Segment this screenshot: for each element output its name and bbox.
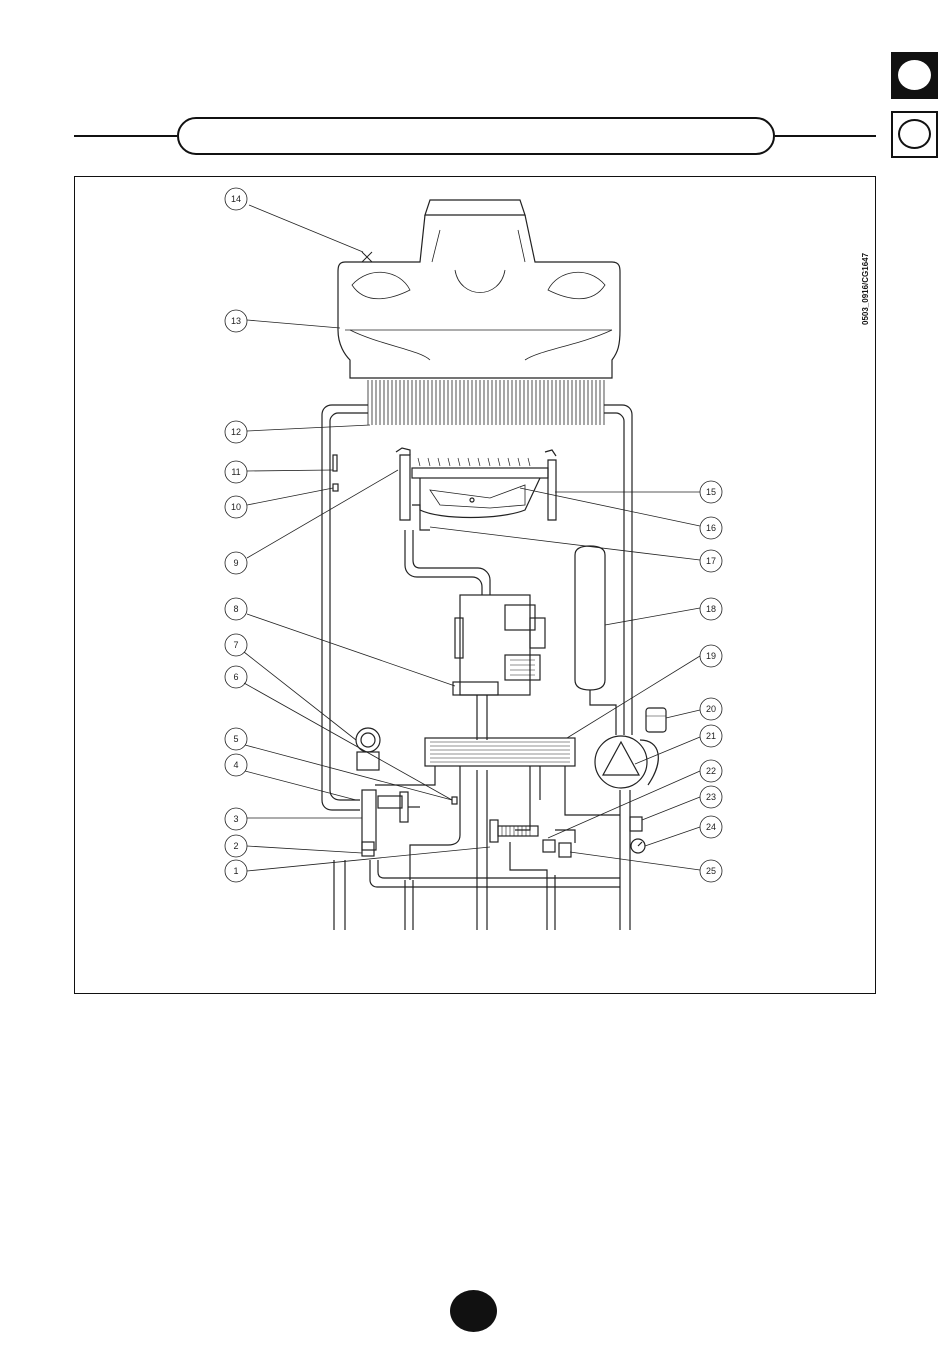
gas-valve	[453, 595, 545, 695]
callout-1: 1	[233, 866, 238, 876]
callout-21: 21	[706, 731, 716, 741]
callout-20: 20	[706, 704, 716, 714]
callout-6: 6	[233, 672, 238, 682]
callout-8: 8	[233, 604, 238, 614]
callout-14: 14	[231, 194, 241, 204]
plate-heat-exchanger	[375, 738, 620, 880]
callout-15: 15	[706, 487, 716, 497]
flue-hood	[338, 200, 620, 378]
callout-2: 2	[233, 841, 238, 851]
callout-7: 7	[233, 640, 238, 650]
callout-13: 13	[231, 316, 241, 326]
callout-24: 24	[706, 822, 716, 832]
callout-25: 25	[706, 866, 716, 876]
callout-10: 10	[231, 502, 241, 512]
page-number-badge	[450, 1290, 497, 1332]
callout-18: 18	[706, 604, 716, 614]
callout-23: 23	[706, 792, 716, 802]
callout-16: 16	[706, 523, 716, 533]
heat-exchanger-fins	[368, 380, 604, 425]
callout-19: 19	[706, 651, 716, 661]
callout-5: 5	[233, 734, 238, 744]
primary-circuit-pipes	[322, 405, 632, 930]
pressure-gauge-and-valves	[630, 817, 645, 853]
callout-17: 17	[706, 556, 716, 566]
figure-reference-code: 0503_0916/CG1647	[861, 265, 875, 325]
circulation-pump	[595, 708, 666, 788]
callout-12: 12	[231, 427, 241, 437]
callout-3: 3	[233, 814, 238, 824]
callout-11: 11	[231, 467, 240, 477]
burner-assembly	[396, 448, 556, 530]
expansion-vessel	[575, 546, 616, 735]
callout-22: 22	[706, 766, 716, 776]
callout-4: 4	[233, 760, 238, 770]
callout-9: 9	[233, 558, 238, 568]
temperature-sensors	[333, 455, 338, 491]
